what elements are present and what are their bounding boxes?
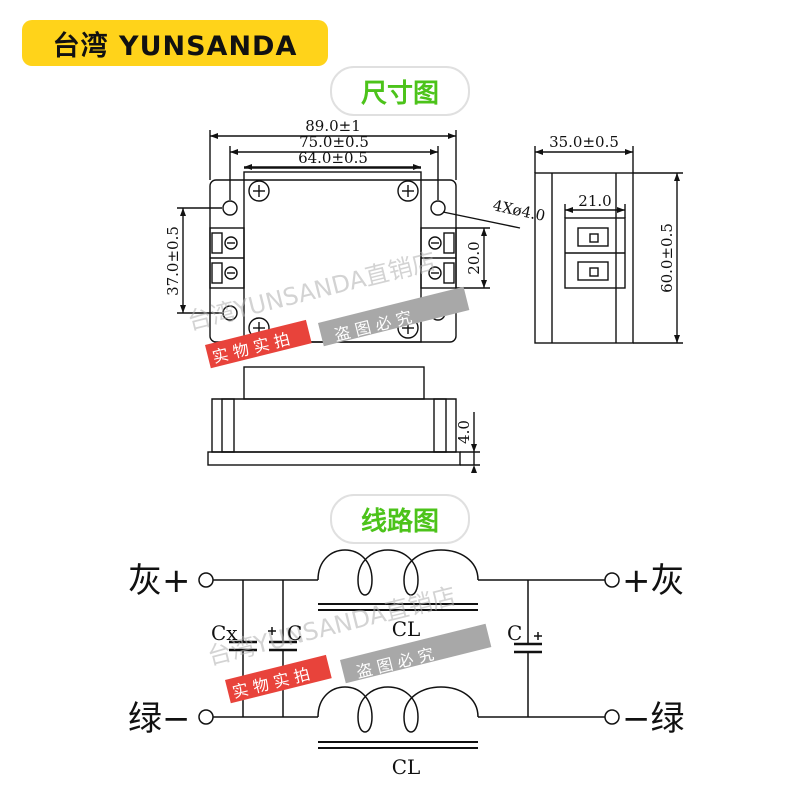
label-right-top: +灰	[622, 561, 685, 601]
dim-body-width: 64.0±0.5	[298, 149, 368, 167]
dim-mount-spacing: 75.0±0.5	[299, 133, 369, 151]
dim-terminal-height: 20.0	[465, 241, 483, 274]
terminal-left-bottom	[198, 709, 214, 725]
side-body	[534, 172, 634, 344]
circuit-title: 线路图	[330, 494, 470, 544]
terminal-right-top	[604, 572, 620, 588]
label-left-top: 灰+	[128, 561, 191, 601]
label-inductor-bottom: CL	[392, 755, 421, 779]
mount-hole	[222, 200, 238, 216]
inductor-coil-bottom	[317, 686, 479, 733]
terminal-block-left	[209, 227, 245, 289]
dim-height-left: 37.0±0.5	[164, 226, 182, 296]
circuit-diagram	[198, 549, 620, 749]
inductor-coil-top	[317, 549, 479, 596]
bottom-base	[211, 398, 457, 453]
dim-overall-width: 89.0±1	[305, 117, 361, 135]
brand-label: 台湾 YUNSANDA	[52, 30, 298, 62]
hole-leader	[442, 211, 521, 229]
brand-tag: 台湾 YUNSANDA	[22, 20, 328, 66]
label-inductor-top: CL	[392, 617, 421, 641]
mount-hole	[222, 305, 238, 321]
mount-hole	[430, 200, 446, 216]
bottom-top-body	[243, 366, 425, 400]
label-cap-c1: C	[287, 621, 302, 645]
screw-icon	[248, 180, 270, 202]
terminal-left-top	[198, 572, 214, 588]
dim-base-thickness: 4.0	[455, 420, 473, 444]
terminal-right-bottom	[604, 709, 620, 725]
side-view	[534, 146, 683, 344]
label-cap-x: Cx	[211, 621, 238, 645]
dim-hole-spec: 4Xø4.0	[491, 196, 547, 225]
label-cap-c2: C	[507, 621, 522, 645]
label-left-bottom: 绿−	[128, 699, 191, 739]
label-right-bottom: −绿	[622, 699, 685, 739]
terminal-block-right	[420, 227, 457, 289]
dim-side-width: 35.0±0.5	[549, 133, 619, 151]
dim-terminal-width: 21.0	[578, 192, 611, 210]
bottom-view	[207, 366, 480, 473]
screw-icon	[397, 180, 419, 202]
dimensions-title: 尺寸图	[330, 66, 470, 116]
dim-side-height: 60.0±0.5	[658, 223, 676, 293]
